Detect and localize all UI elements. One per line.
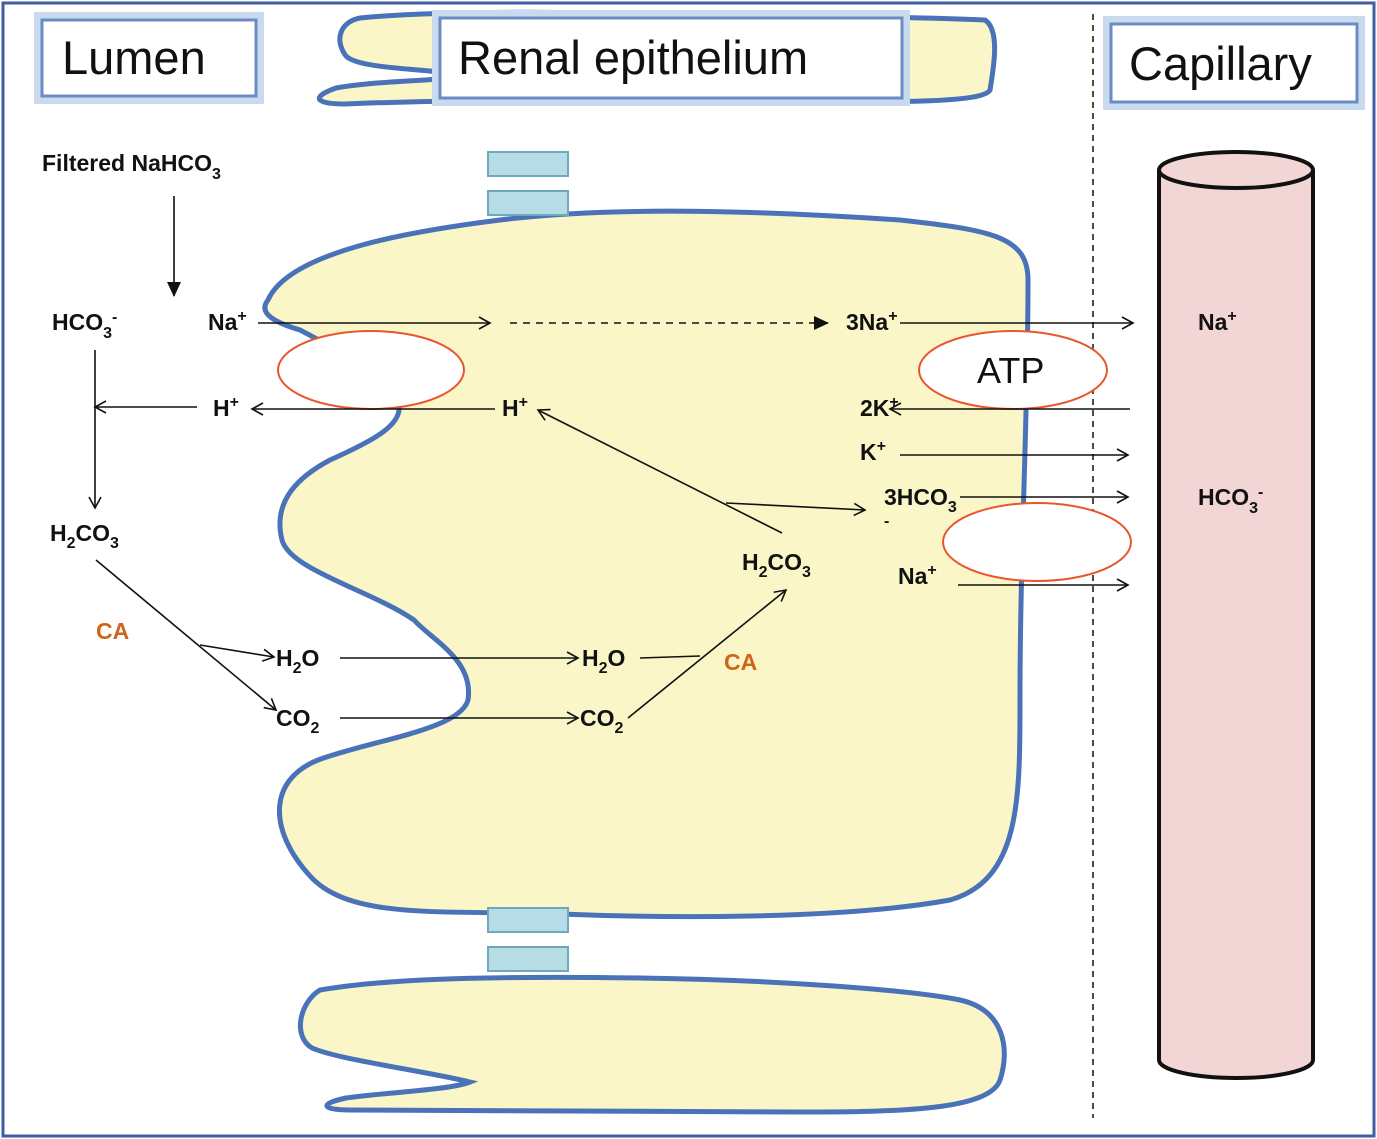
epithelium-title: Renal epithelium <box>458 31 808 84</box>
tight-junction-icon <box>487 946 569 972</box>
tight-junction-icon <box>487 907 569 933</box>
cell-h-label: H+ <box>502 394 528 421</box>
atp-label: ATP <box>977 350 1044 391</box>
lumen-h2co3-label: H2CO3 <box>50 520 119 552</box>
nhe-transporter-icon <box>277 330 465 410</box>
capillary-na-label: Na+ <box>1198 308 1237 335</box>
lumen-na-label: Na+ <box>208 308 247 335</box>
tight-junction-icon <box>487 190 569 216</box>
nbc-cotransporter-icon <box>942 502 1132 582</box>
h2co3-to-h2o-arrow <box>199 644 276 662</box>
lumen-title-box: Lumen <box>34 12 264 104</box>
cell-3hco3-label: 3HCO3 <box>884 484 957 516</box>
cell-2k-label: 2K+ <box>860 394 899 421</box>
lumen-ca-label: CA <box>96 618 129 644</box>
cell-3hco3-charge: - <box>884 513 889 530</box>
h2co3-to-h-arrow <box>536 408 783 534</box>
cell-h2o-label: H2O <box>582 645 625 677</box>
cell-3na-label: 3Na+ <box>846 308 898 335</box>
capillary-title-box: Capillary <box>1103 16 1365 110</box>
co2-to-h2co3-arrow <box>627 588 788 719</box>
bottom-cell <box>297 974 1007 1115</box>
h2co3-to-co2-arrow <box>95 559 278 712</box>
filtered-nahco3-label: Filtered NaHCO3 <box>42 150 221 183</box>
lumen-title: Lumen <box>62 31 206 84</box>
capillary-hco3-label: HCO3- <box>1198 484 1263 517</box>
lumen-h-label: H+ <box>213 394 239 421</box>
epithelium-title-box: Renal epithelium <box>432 10 910 106</box>
lumen-co2-label: CO2 <box>276 705 320 737</box>
cell-h2co3-label: H2CO3 <box>742 549 811 581</box>
lumen-h2o-label: H2O <box>276 645 319 677</box>
h2o-to-ca-line <box>639 655 701 659</box>
capillary-title: Capillary <box>1129 37 1312 90</box>
tight-junction-icon <box>487 151 569 177</box>
hco3-branch-arrow <box>725 502 867 517</box>
capillary-vessel-icon <box>1157 150 1315 1080</box>
lumen-hco3-label: HCO3- <box>52 309 117 342</box>
cell-ca-label: CA <box>724 649 757 675</box>
cell-co2-label: CO2 <box>580 705 624 737</box>
cell-k-label: K+ <box>860 438 886 465</box>
cell-na-label: Na+ <box>898 562 937 589</box>
